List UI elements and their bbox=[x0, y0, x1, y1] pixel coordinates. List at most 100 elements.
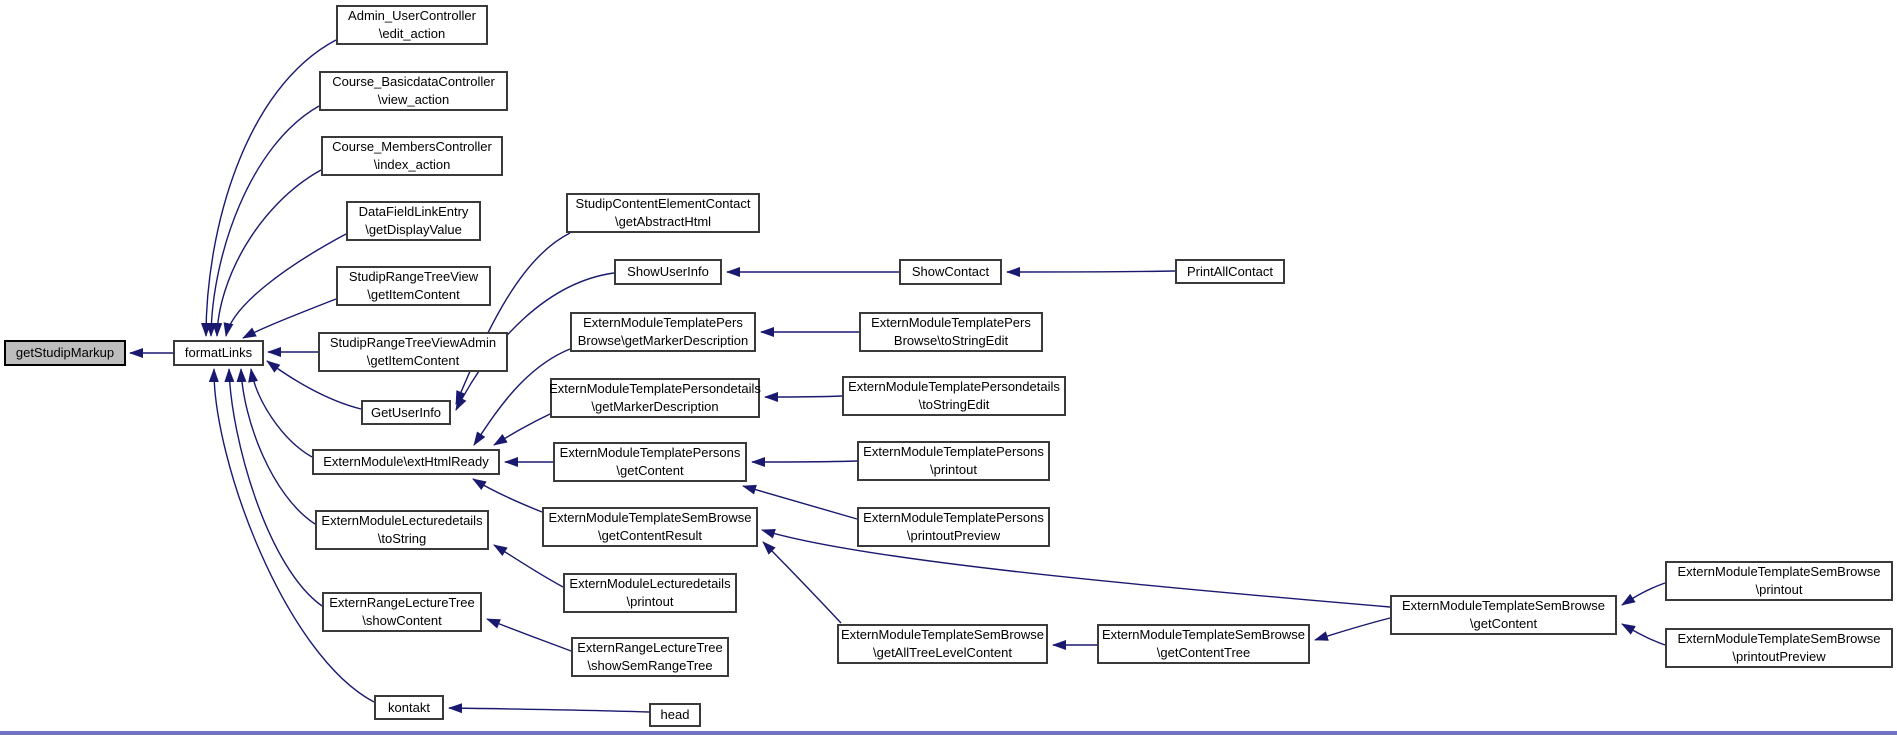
edge-srtv-to-formatLinks bbox=[242, 298, 337, 339]
edge-getuserinfo-to-formatLinks bbox=[266, 360, 362, 410]
graph-node-label: \getDisplayValue bbox=[365, 222, 462, 237]
graph-node-label: \getAllTreeLevelContent bbox=[873, 645, 1012, 660]
graph-node-label: \toString bbox=[377, 531, 427, 546]
graph-node-label: \index_action bbox=[373, 157, 451, 172]
graph-node-label: \printoutPreview bbox=[1732, 649, 1826, 664]
graph-node-head[interactable]: head bbox=[649, 703, 701, 727]
graph-node-label: ExternModuleTemplateSemBrowse bbox=[1401, 598, 1606, 613]
graph-node-label: ExternModuleTemplatePersons bbox=[559, 445, 741, 460]
graph-node-label: \getContentTree bbox=[1156, 645, 1251, 660]
bottom-rule bbox=[0, 731, 1897, 735]
graph-node-course_members[interactable]: Course_MembersController\index_action bbox=[321, 136, 503, 176]
graph-node-range_showsemrangetree[interactable]: ExternRangeLectureTree\showSemRangeTree bbox=[571, 637, 729, 677]
edge-admin_edit-to-formatLinks bbox=[201, 39, 337, 337]
graph-node-label: ExternModule\extHtmlReady bbox=[323, 454, 489, 469]
graph-node-label: ExternModuleTemplateSemBrowse bbox=[1677, 564, 1881, 579]
graph-node-label: StudipRangeTreeView bbox=[348, 269, 479, 284]
edge-course_basic-to-formatLinks bbox=[206, 105, 320, 337]
graph-node-label: \edit_action bbox=[378, 26, 446, 41]
edge-sem_getcontent-to-sem_getcontenttree bbox=[1314, 617, 1391, 641]
edge-range_showsemrangetree-to-range_showcontent bbox=[486, 618, 572, 652]
edge-lect_tostring-to-formatLinks bbox=[236, 368, 316, 525]
edge-group bbox=[129, 39, 1666, 714]
graph-node-label: ShowContact bbox=[911, 264, 990, 279]
edge-persons_printoutpreview-to-persons_getcontent bbox=[742, 484, 858, 520]
graph-node-label: \printoutPreview bbox=[906, 528, 1001, 543]
graph-node-label: Browse\toStringEdit bbox=[893, 333, 1009, 348]
graph-node-label: StudipRangeTreeViewAdmin bbox=[329, 335, 497, 350]
graph-node-sem_getcontent[interactable]: ExternModuleTemplateSemBrowse\getContent bbox=[1390, 595, 1617, 635]
edge-scec-to-getuserinfo bbox=[455, 232, 571, 405]
graph-node-label: \getItemContent bbox=[366, 353, 460, 368]
graph-node-exthtml[interactable]: ExternModule\extHtmlReady bbox=[312, 449, 500, 475]
edge-datafield-to-formatLinks bbox=[223, 233, 347, 337]
edge-persondet_marker-to-exthtml bbox=[493, 413, 551, 446]
graph-node-srtv[interactable]: StudipRangeTreeView\getItemContent bbox=[336, 266, 491, 306]
graph-node-label: ExternModuleTemplatePersondetails bbox=[549, 381, 761, 396]
graph-node-label: Course_BasicdataController bbox=[332, 74, 495, 89]
edge-persons_printout-to-persons_getcontent bbox=[751, 456, 858, 467]
graph-node-formatLinks[interactable]: formatLinks bbox=[173, 340, 264, 366]
graph-node-persons_printoutpreview[interactable]: ExternModuleTemplatePersons\printoutPrev… bbox=[857, 507, 1050, 547]
graph-node-getuserinfo[interactable]: GetUserInfo bbox=[361, 400, 451, 425]
graph-node-label: DataFieldLinkEntry bbox=[358, 204, 469, 219]
edge-exthtml-to-formatLinks bbox=[248, 368, 313, 458]
edge-printallcontact-to-showcontact bbox=[1006, 266, 1176, 277]
edge-head-to-kontakt bbox=[448, 703, 650, 714]
graph-node-getStudipMarkup: getStudipMarkup bbox=[4, 340, 126, 366]
graph-node-label: \printout bbox=[930, 462, 977, 477]
graph-node-lect_printout[interactable]: ExternModuleLecturedetails \printout bbox=[563, 573, 737, 613]
edge-showuserinfo-to-getuserinfo bbox=[455, 272, 615, 411]
graph-node-kontakt[interactable]: kontakt bbox=[374, 695, 444, 720]
graph-node-label: \view_action bbox=[377, 92, 450, 107]
graph-node-srtva[interactable]: StudipRangeTreeViewAdmin \getItemContent bbox=[318, 332, 508, 372]
graph-node-printallcontact[interactable]: PrintAllContact bbox=[1175, 259, 1285, 284]
edge-course_members-to-formatLinks bbox=[212, 169, 322, 337]
edge-range_showcontent-to-formatLinks bbox=[224, 368, 323, 607]
graph-node-label: \getContent bbox=[616, 463, 684, 478]
graph-node-showuserinfo[interactable]: ShowUserInfo bbox=[614, 259, 722, 285]
graph-node-sem_printout[interactable]: ExternModuleTemplateSemBrowse \printout bbox=[1665, 561, 1893, 601]
edge-persondet_tse-to-persondet_marker bbox=[764, 391, 843, 402]
graph-node-label: \getAbstractHtml bbox=[614, 214, 712, 229]
graph-node-persons_getcontent[interactable]: ExternModuleTemplatePersons \getContent bbox=[553, 442, 747, 482]
graph-node-persons_printout[interactable]: ExternModuleTemplatePersons \printout bbox=[857, 441, 1050, 481]
graph-node-lect_tostring[interactable]: ExternModuleLecturedetails \toString bbox=[315, 510, 489, 550]
graph-node-label: ExternModuleTemplatePersons bbox=[863, 444, 1044, 459]
graph-node-persondet_marker[interactable]: ExternModuleTemplatePersondetails \getMar… bbox=[549, 378, 761, 418]
graph-node-label: ExternModuleLecturedetails bbox=[569, 576, 731, 591]
graph-node-label: ExternModuleTemplatePers bbox=[871, 315, 1031, 330]
graph-node-label: ExternModuleLecturedetails bbox=[321, 513, 483, 528]
graph-node-label: \getMarkerDescription bbox=[591, 399, 719, 414]
graph-node-sem_getalltreelevel[interactable]: ExternModuleTemplateSemBrowse \getAllTree… bbox=[837, 624, 1048, 664]
graph-node-label: \showSemRangeTree bbox=[587, 658, 713, 673]
graph-node-course_basic[interactable]: Course_BasicdataController \view_action bbox=[319, 71, 508, 111]
graph-node-label: PrintAllContact bbox=[1187, 263, 1273, 279]
graph-node-sem_getcontentresult[interactable]: ExternModuleTemplateSemBrowse\getContent… bbox=[542, 507, 758, 547]
graph-node-scec[interactable]: StudipContentElementContact\getAbstractH… bbox=[566, 193, 760, 233]
graph-node-label: ExternModuleTemplateSemBrowse bbox=[1101, 627, 1306, 642]
graph-node-label: \printout bbox=[1755, 582, 1803, 597]
graph-node-range_showcontent[interactable]: ExternRangeLectureTree\showContent bbox=[322, 592, 482, 632]
graph-node-label: ExternModuleTemplateSemBrowse bbox=[1677, 631, 1881, 646]
graph-node-showcontact[interactable]: ShowContact bbox=[899, 259, 1002, 285]
edge-persbrowse_marker-to-exthtml bbox=[473, 348, 571, 446]
graph-node-sem_getcontenttree[interactable]: ExternModuleTemplateSemBrowse \getContent… bbox=[1097, 624, 1310, 664]
graph-node-persondet_tse[interactable]: ExternModuleTemplatePersondetails\toStri… bbox=[842, 376, 1066, 416]
graph-node-datafield[interactable]: DataFieldLinkEntry \getDisplayValue bbox=[346, 201, 481, 241]
graph-node-label: \printout bbox=[626, 594, 674, 609]
graph-node-sem_printoutpreview[interactable]: ExternModuleTemplateSemBrowse \printoutPr… bbox=[1665, 628, 1893, 668]
edge-kontakt-to-formatLinks bbox=[208, 368, 375, 703]
graph-node-label: GetUserInfo bbox=[370, 404, 442, 420]
graph-node-admin_edit[interactable]: Admin_UserController\edit_action bbox=[336, 5, 488, 45]
graph-node-label: \toStringEdit bbox=[918, 397, 990, 412]
graph-node-label: head bbox=[660, 707, 690, 722]
graph-node-label: Browse\getMarkerDescription bbox=[577, 333, 749, 348]
graph-node-label: formatLinks bbox=[184, 345, 253, 360]
graph-node-label: ExternModuleTemplateSemBrowse bbox=[840, 627, 1045, 642]
graph-node-label: kontakt bbox=[388, 699, 430, 715]
